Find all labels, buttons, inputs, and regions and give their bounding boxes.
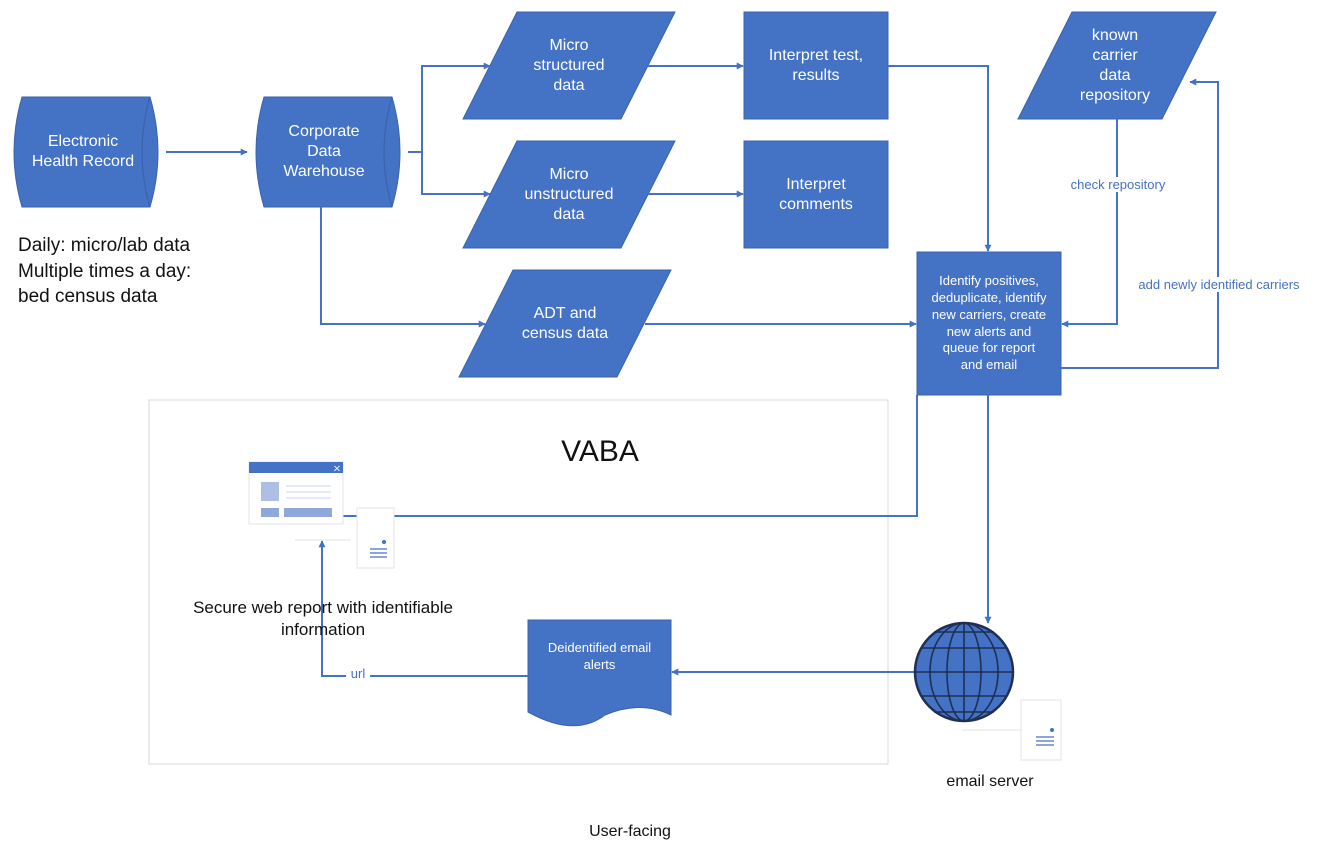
email-alerts-label: Deidentified email alerts bbox=[547, 640, 652, 672]
ehr-label: Electronic Health Record bbox=[31, 133, 135, 170]
adt-label: ADT and census data bbox=[521, 304, 609, 342]
edge-check-repository bbox=[1061, 119, 1118, 328]
interpret-tests-label: Interpret test, results bbox=[768, 46, 864, 84]
edge-url-to-web-report bbox=[318, 540, 528, 677]
interpret-comments-node bbox=[743, 140, 889, 249]
user-facing-caption: User-facing bbox=[589, 823, 671, 840]
known-carrier-label: known carrier data repository bbox=[1079, 26, 1151, 104]
adt-node bbox=[458, 269, 672, 378]
edge-tests-to-identify bbox=[888, 65, 992, 252]
web-report-caption: Secure web report with identifiable info… bbox=[193, 598, 453, 640]
user-facing-frame bbox=[148, 399, 889, 765]
cdw-label: Corporate Data Warehouse bbox=[283, 123, 365, 180]
known-carrier-node bbox=[1017, 11, 1217, 120]
edge-identify-to-web-report bbox=[329, 395, 918, 520]
identify-label: Identify positives, deduplicate, identif… bbox=[931, 272, 1047, 373]
email-server-caption: email server bbox=[946, 773, 1034, 790]
micro-unstructured-node bbox=[462, 140, 676, 249]
globe-icon bbox=[913, 621, 1015, 723]
edge-cdw-to-adt bbox=[320, 207, 486, 328]
svg-text:×: × bbox=[333, 464, 341, 475]
identify-node bbox=[916, 251, 1062, 396]
edge-cdw-to-micro-structured bbox=[408, 62, 491, 153]
micro-structured-node bbox=[462, 11, 676, 120]
micro-unstructured-label: Micro unstructured data bbox=[524, 165, 614, 223]
interpret-comments-label: Interpret comments bbox=[779, 175, 853, 213]
url-label: url bbox=[346, 666, 370, 681]
vaba-title: VABA bbox=[561, 435, 639, 468]
ehr-node bbox=[13, 96, 159, 208]
edge-cdw-to-micro-unstructured bbox=[421, 152, 491, 198]
document-icon bbox=[356, 507, 395, 569]
email-alerts-node bbox=[527, 619, 672, 727]
check-repository-label: check repository bbox=[1063, 177, 1173, 192]
schedule-note: Daily: micro/lab data Multiple times a d… bbox=[18, 235, 192, 308]
interpret-tests-node bbox=[743, 11, 889, 120]
email-server-document-icon bbox=[962, 699, 1062, 761]
add-carriers-label: add newly identified carriers bbox=[1124, 277, 1314, 292]
micro-structured-label: Micro structured data bbox=[533, 36, 605, 94]
cdw-node bbox=[255, 96, 401, 208]
edge-add-carriers bbox=[1061, 78, 1219, 369]
web-report-window-icon: × bbox=[248, 461, 351, 541]
